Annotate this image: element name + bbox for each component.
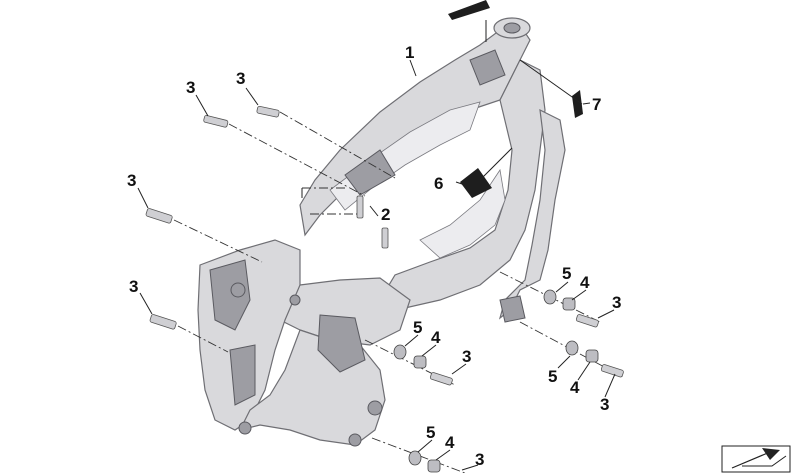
callout-6: 6 (434, 174, 443, 193)
callout-5-right-upper: 5 (562, 264, 571, 283)
bolt-left-low (149, 314, 229, 353)
fastener-stack-right-lower (519, 321, 626, 379)
fastener-stack-right-upper (499, 271, 601, 328)
callout-labels: 1 7 6 2 3 3 3 3 5 4 3 5 4 3 5 4 3 5 4 3 (127, 43, 621, 469)
leader-lines (137, 20, 616, 471)
callout-7: 7 (592, 95, 601, 114)
callout-3-center: 3 (462, 347, 471, 366)
callout-4-right-upper: 4 (580, 273, 590, 292)
callout-3-left-low: 3 (129, 277, 138, 296)
callout-2: 2 (381, 205, 390, 224)
callout-3-bottom: 3 (475, 450, 484, 469)
callout-4-bottom: 4 (445, 433, 455, 452)
callout-5-center: 5 (413, 318, 422, 337)
sticker-top (448, 0, 490, 20)
motorcycle-frame (197, 17, 566, 447)
bolt-left-mid (145, 208, 263, 263)
fastener-stack-center (364, 339, 456, 386)
stud-lower (381, 227, 389, 249)
callout-3-top-left: 3 (186, 78, 195, 97)
callout-4-right-lower: 4 (570, 378, 580, 397)
callout-3-left-mid: 3 (127, 171, 136, 190)
callout-3-top-mid: 3 (236, 69, 245, 88)
callout-3-right-lower: 3 (600, 395, 609, 414)
sticker-6 (460, 168, 492, 198)
callout-5-bottom: 5 (426, 423, 435, 442)
callout-3-right-upper: 3 (612, 293, 621, 312)
arrow-ne-icon (721, 445, 791, 473)
stud-upper (356, 195, 364, 219)
bolt-top-left (203, 115, 366, 197)
callout-1: 1 (405, 43, 414, 62)
bolt-top-mid (256, 105, 396, 179)
sticker-7 (572, 90, 583, 118)
callout-4-center: 4 (431, 328, 441, 347)
callout-5-right-lower: 5 (548, 367, 557, 386)
fastener-stack-bottom (371, 437, 466, 473)
